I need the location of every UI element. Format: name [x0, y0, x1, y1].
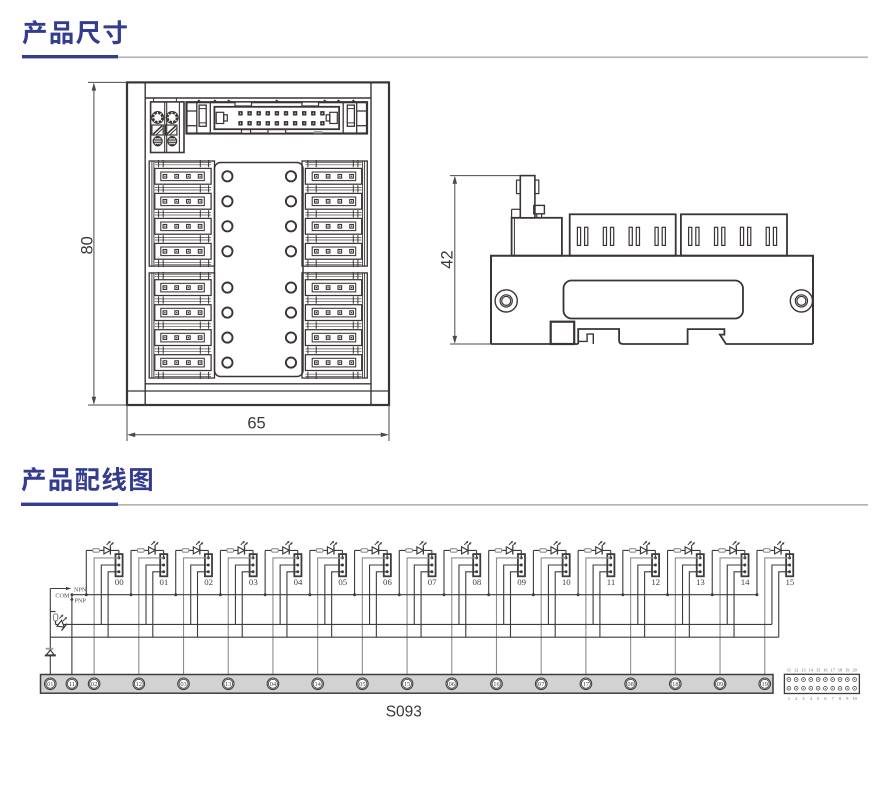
svg-text:6: 6 — [824, 696, 827, 701]
svg-text:02: 02 — [204, 577, 213, 587]
svg-text:3: 3 — [802, 696, 804, 701]
svg-text:01: 01 — [160, 577, 169, 587]
svg-text:18: 18 — [838, 668, 842, 673]
svg-text:06: 06 — [383, 577, 392, 587]
svg-text:15: 15 — [404, 681, 410, 688]
svg-text:10: 10 — [562, 577, 571, 587]
svg-text:13: 13 — [225, 681, 231, 688]
svg-text:NPN: NPN — [74, 587, 87, 594]
svg-text:07: 07 — [538, 681, 545, 688]
svg-text:12: 12 — [651, 577, 660, 587]
svg-text:04: 04 — [294, 577, 303, 587]
svg-text:14: 14 — [314, 681, 321, 688]
svg-text:07: 07 — [428, 577, 437, 587]
svg-text:10: 10 — [852, 696, 856, 701]
svg-text:14: 14 — [809, 668, 814, 673]
svg-text:9: 9 — [846, 696, 848, 701]
svg-text:15: 15 — [816, 668, 820, 673]
svg-text:03: 03 — [180, 681, 186, 688]
svg-text:2: 2 — [795, 696, 797, 701]
svg-text:17: 17 — [583, 681, 590, 688]
svg-text:80: 80 — [78, 236, 96, 254]
svg-text:13: 13 — [696, 577, 705, 587]
svg-text:19: 19 — [762, 681, 768, 688]
svg-text:S093: S093 — [386, 704, 422, 721]
svg-text:4: 4 — [810, 696, 813, 701]
svg-text:13: 13 — [801, 668, 805, 673]
svg-text:65: 65 — [247, 415, 265, 433]
svg-text:17: 17 — [831, 668, 836, 673]
svg-text:1: 1 — [788, 696, 790, 701]
svg-text:20: 20 — [852, 668, 856, 673]
svg-text:42: 42 — [438, 250, 456, 268]
svg-text:06: 06 — [449, 681, 455, 688]
svg-text:04: 04 — [270, 681, 277, 688]
svg-text:08: 08 — [627, 681, 633, 688]
svg-text:16: 16 — [493, 681, 499, 688]
svg-text:01: 01 — [47, 681, 53, 688]
svg-text:05: 05 — [338, 577, 347, 587]
svg-text:09: 09 — [517, 577, 526, 587]
svg-text:COM: COM — [55, 593, 70, 600]
svg-text:19: 19 — [845, 668, 849, 673]
svg-text:05: 05 — [359, 681, 365, 688]
svg-text:12: 12 — [136, 681, 142, 688]
svg-text:14: 14 — [741, 577, 750, 587]
svg-text:11: 11 — [787, 668, 791, 673]
svg-text:18: 18 — [672, 681, 678, 688]
svg-text:03: 03 — [249, 577, 258, 587]
svg-text:02: 02 — [91, 681, 97, 688]
svg-text:8: 8 — [839, 696, 841, 701]
svg-text:00: 00 — [115, 577, 124, 587]
svg-text:09: 09 — [717, 681, 723, 688]
svg-text:16: 16 — [823, 668, 828, 673]
svg-text:7: 7 — [832, 696, 835, 701]
svg-text:5: 5 — [817, 696, 819, 701]
svg-text:08: 08 — [472, 577, 481, 587]
svg-text:12: 12 — [794, 668, 798, 673]
svg-text:PNP: PNP — [75, 597, 87, 604]
svg-text:11: 11 — [69, 681, 75, 688]
svg-text:15: 15 — [785, 577, 794, 587]
svg-text:11: 11 — [607, 577, 615, 587]
